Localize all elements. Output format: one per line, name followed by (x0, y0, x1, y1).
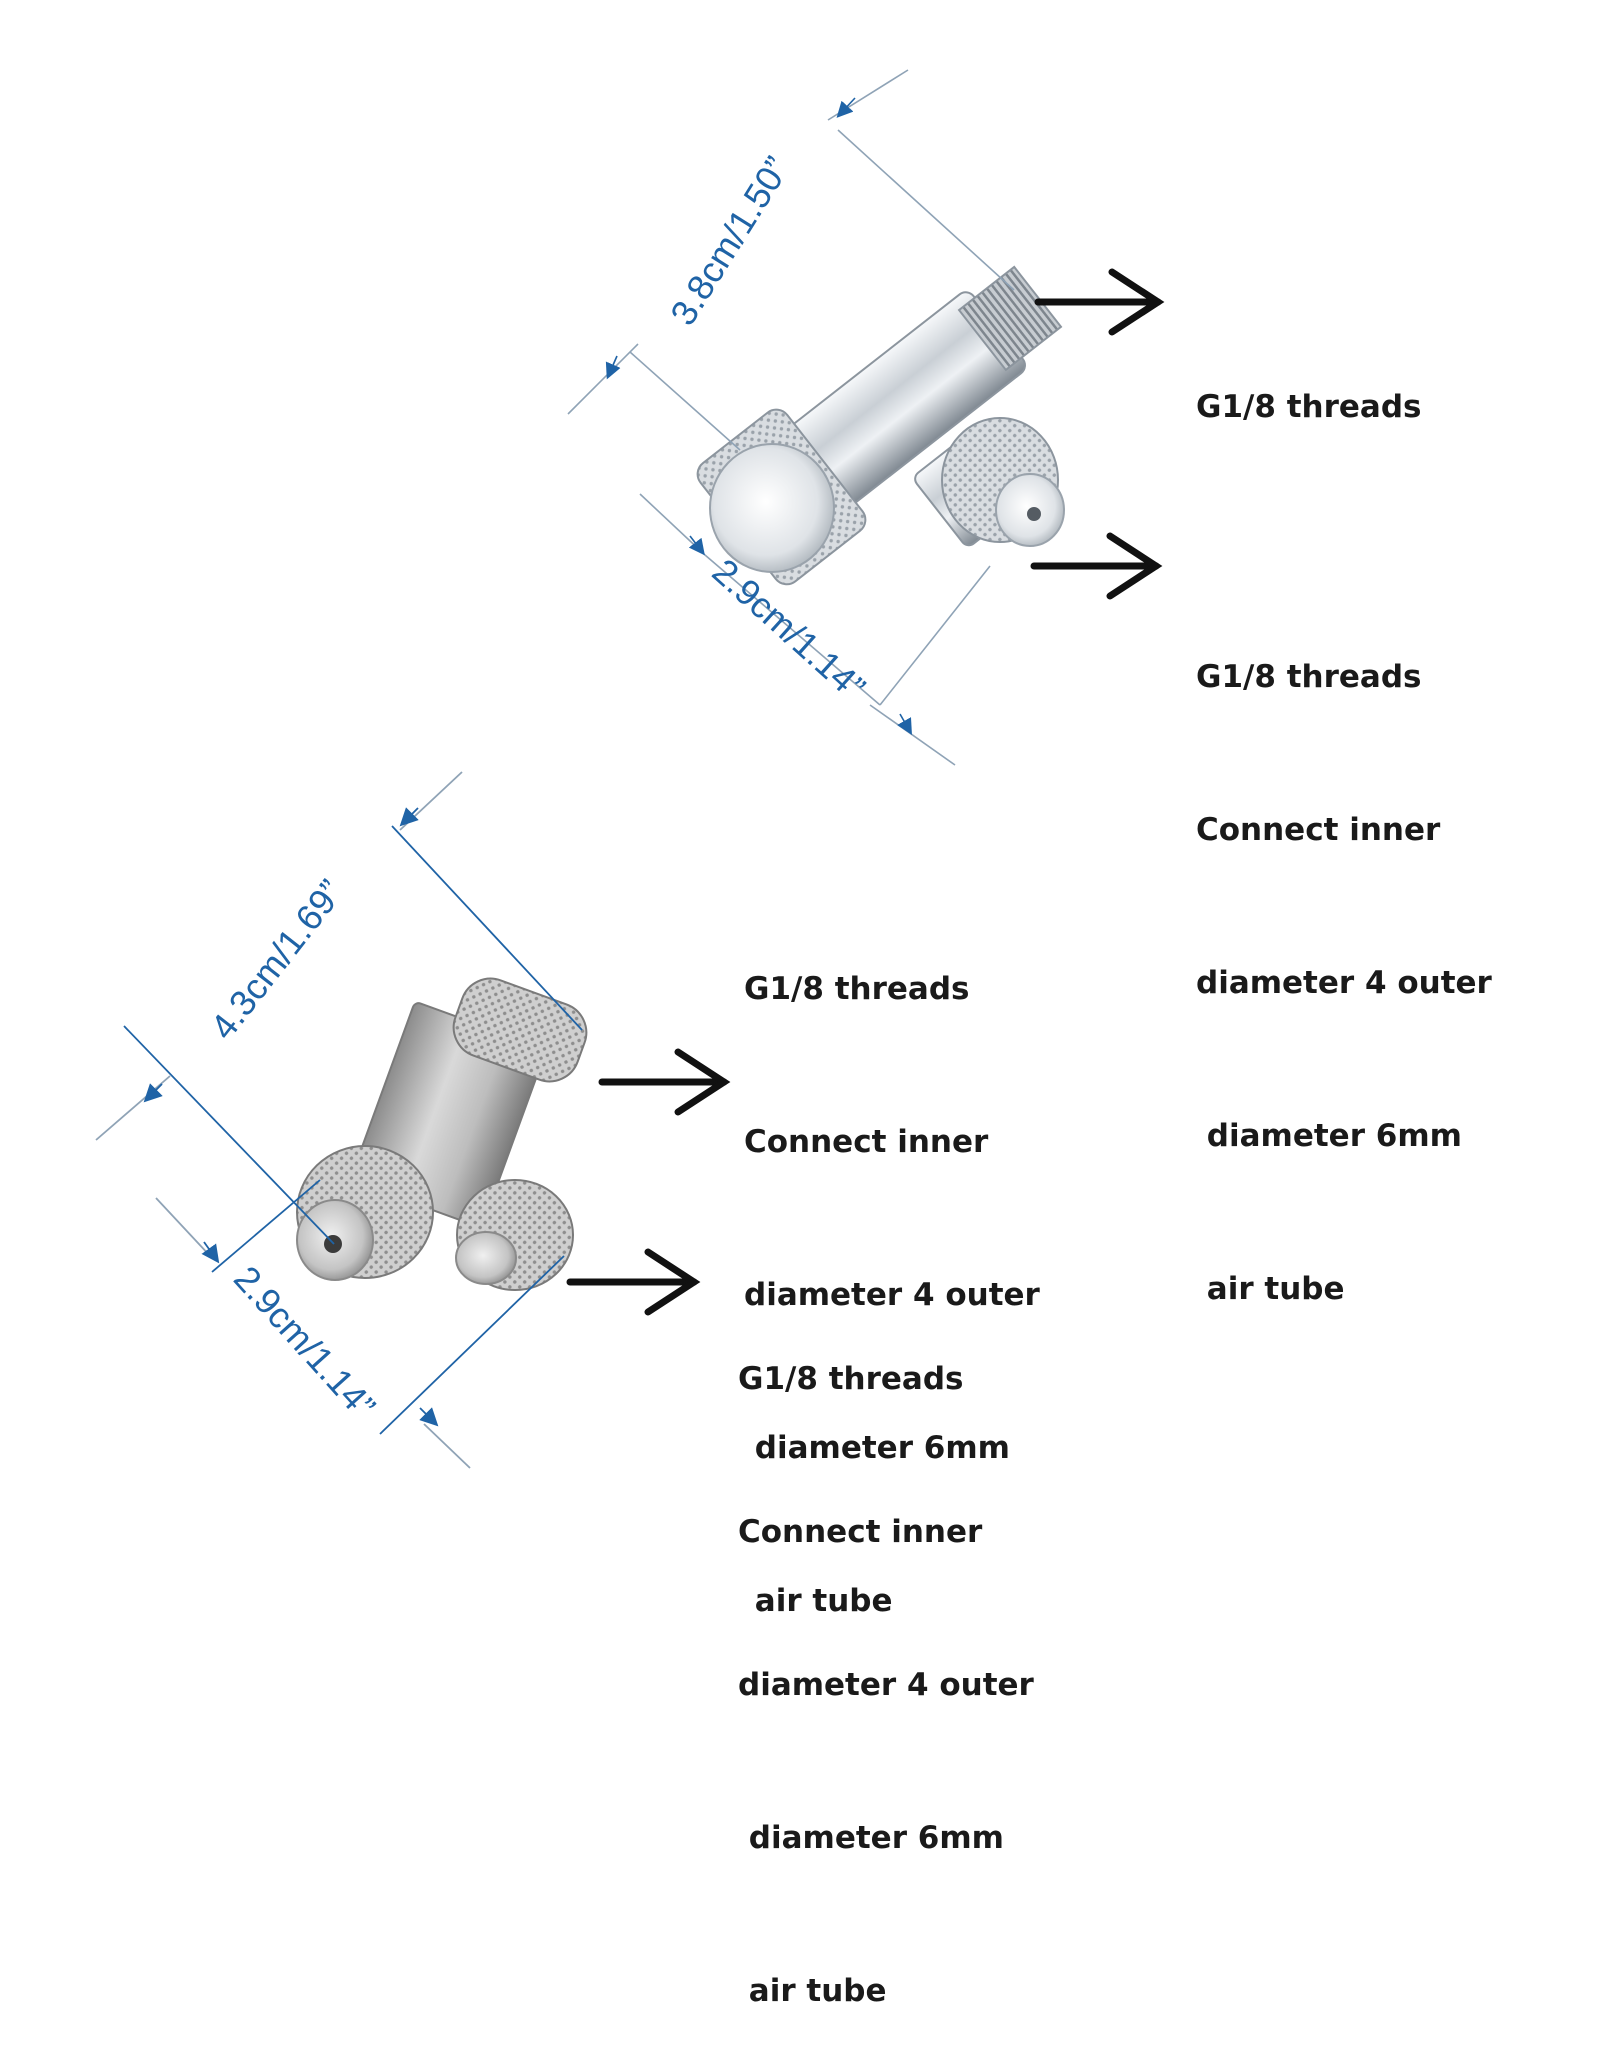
callout-line: G1/8 threads (1196, 659, 1422, 695)
bottom-fitting-image (296, 977, 588, 1291)
top-fitting-thread-callout: G1/8 threads (1196, 280, 1421, 484)
callout-line: G1/8 threads (744, 971, 970, 1007)
top-width-dimension (639, 493, 991, 766)
callout-line: air tube (1196, 1271, 1345, 1307)
right-arrow-icon (1030, 532, 1163, 600)
knurled-nut-icon (455, 1179, 574, 1291)
knurled-nut-icon (941, 417, 1065, 547)
knurled-nut-icon (296, 1145, 434, 1281)
right-arrow-icon (566, 1248, 701, 1316)
callout-line: Connect inner (1196, 812, 1441, 848)
bottom-fitting-lower-callout: G1/8 threads Connect inner diameter 4 ou… (738, 1252, 1034, 2068)
callout-line: air tube (738, 1973, 887, 2009)
bottom-fitting-upper-callout: G1/8 threads Connect inner diameter 4 ou… (744, 862, 1040, 1678)
bottom-width-label: 2.9cm/1.14” (226, 1258, 384, 1427)
callout-line: diameter 4 outer (738, 1667, 1034, 1703)
right-arrow-icon (598, 1048, 731, 1116)
callout-line: G1/8 threads (1196, 389, 1422, 425)
callout-line: Connect inner (744, 1124, 989, 1160)
right-arrow-icon (1034, 268, 1165, 336)
product-dimension-diagram: 3.8cm/1.50” 2.9cm/1.14” (95, 69, 1165, 1469)
callout-line: diameter 4 outer (1196, 965, 1492, 1001)
top-fitting-image (696, 265, 1065, 586)
callout-line: Connect inner (738, 1514, 983, 1550)
bottom-width-dimension (155, 1179, 565, 1469)
top-length-dimension (567, 69, 1015, 451)
callout-line: diameter 6mm (744, 1430, 1010, 1466)
bottom-length-dimension (95, 771, 583, 1245)
callout-line: diameter 4 outer (744, 1277, 1040, 1313)
top-fitting-tube-callout: G1/8 threads Connect inner diameter 4 ou… (1196, 550, 1492, 1366)
callout-line: diameter 6mm (1196, 1118, 1462, 1154)
callout-line: diameter 6mm (738, 1820, 1004, 1856)
callout-line: G1/8 threads (738, 1361, 964, 1397)
top-length-label: 3.8cm/1.50” (662, 149, 798, 332)
bottom-length-label: 4.3cm/1.69” (202, 872, 351, 1047)
